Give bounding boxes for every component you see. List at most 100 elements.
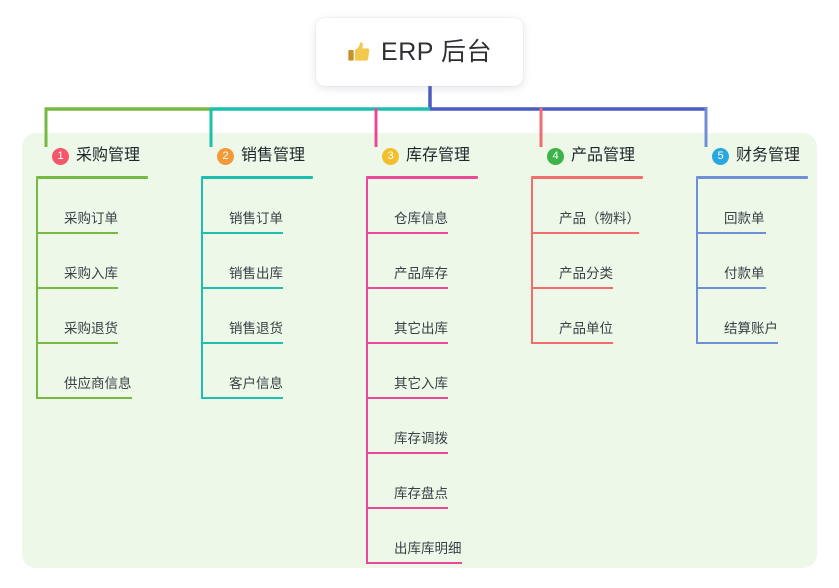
diagram-panel bbox=[22, 133, 817, 568]
column-title-sales: 销售管理 bbox=[241, 147, 306, 164]
column-title-product: 产品管理 bbox=[571, 147, 636, 164]
leaf-label: 销售退货 bbox=[229, 320, 283, 336]
column-badge-finance: 5 bbox=[712, 147, 729, 165]
leaf-node[interactable]: 产品库存 bbox=[366, 234, 478, 289]
leaf-spine-sales bbox=[201, 179, 203, 399]
leaf-label: 采购入库 bbox=[64, 265, 118, 281]
leaf-label: 产品单位 bbox=[559, 320, 613, 336]
leaf-underline bbox=[531, 342, 613, 344]
leaf-node[interactable]: 其它出库 bbox=[366, 289, 478, 344]
column-underline-inventory bbox=[366, 176, 478, 179]
leaf-label: 仓库信息 bbox=[394, 210, 448, 226]
leaf-underline bbox=[366, 342, 448, 344]
leaf-node[interactable]: 产品单位 bbox=[531, 289, 643, 344]
leaf-label: 其它出库 bbox=[394, 320, 448, 336]
leaf-underline bbox=[696, 287, 766, 289]
leaf-label: 产品库存 bbox=[394, 265, 448, 281]
column-badge-purchase: 1 bbox=[52, 147, 69, 165]
leaf-node[interactable]: 仓库信息 bbox=[366, 179, 478, 234]
leaf-underline bbox=[366, 562, 462, 564]
leaf-node[interactable]: 采购入库 bbox=[36, 234, 148, 289]
leaf-spine-purchase bbox=[36, 179, 38, 399]
leaf-label: 库存调拨 bbox=[394, 430, 448, 446]
leaf-node[interactable]: 采购退货 bbox=[36, 289, 148, 344]
leaf-node[interactable]: 付款单 bbox=[696, 234, 808, 289]
leaf-node[interactable]: 销售出库 bbox=[201, 234, 313, 289]
column-badge-inventory: 3 bbox=[382, 147, 399, 165]
column-badge-product: 4 bbox=[547, 147, 564, 165]
leaf-node[interactable]: 其它入库 bbox=[366, 344, 478, 399]
leaf-node[interactable]: 供应商信息 bbox=[36, 344, 148, 399]
root-node-content: ERP 后台 bbox=[347, 37, 492, 66]
leaf-list-sales: 销售订单销售出库销售退货客户信息 bbox=[201, 179, 313, 399]
leaf-underline bbox=[531, 232, 639, 234]
column-product: 4 产品管理产品（物料） 产品分类产品单位 bbox=[531, 145, 643, 344]
leaf-label: 库存盘点 bbox=[394, 485, 448, 501]
leaf-node[interactable]: 销售退货 bbox=[201, 289, 313, 344]
leaf-underline bbox=[201, 287, 283, 289]
leaf-node[interactable]: 回款单 bbox=[696, 179, 808, 234]
column-underline-product bbox=[531, 176, 643, 179]
column-header-sales[interactable]: 2 销售管理 bbox=[201, 145, 313, 167]
column-title-finance: 财务管理 bbox=[736, 147, 801, 164]
leaf-spine-inventory bbox=[366, 179, 368, 564]
leaf-node[interactable]: 结算账户 bbox=[696, 289, 808, 344]
leaf-underline bbox=[366, 232, 448, 234]
leaf-node[interactable]: 销售订单 bbox=[201, 179, 313, 234]
column-header-inventory[interactable]: 3 库存管理 bbox=[366, 145, 478, 167]
leaf-node[interactable]: 产品分类 bbox=[531, 234, 643, 289]
column-underline-sales bbox=[201, 176, 313, 179]
column-header-finance[interactable]: 5 财务管理 bbox=[696, 145, 808, 167]
leaf-list-inventory: 仓库信息产品库存其它出库其它入库库存调拨库存盘点出库库明细 bbox=[366, 179, 478, 564]
column-finance: 5 财务管理回款单付款单结算账户 bbox=[696, 145, 808, 344]
leaf-label: 采购退货 bbox=[64, 320, 118, 336]
leaf-underline bbox=[531, 287, 613, 289]
leaf-underline bbox=[201, 342, 283, 344]
leaf-label: 销售出库 bbox=[229, 265, 283, 281]
leaf-label: 产品（物料） bbox=[559, 210, 640, 226]
leaf-label: 回款单 bbox=[724, 210, 765, 226]
leaf-label: 产品分类 bbox=[559, 265, 613, 281]
leaf-underline bbox=[696, 342, 778, 344]
leaf-node[interactable]: 客户信息 bbox=[201, 344, 313, 399]
leaf-label: 采购订单 bbox=[64, 210, 118, 226]
leaf-underline bbox=[366, 397, 448, 399]
leaf-spine-finance bbox=[696, 179, 698, 344]
leaf-list-purchase: 采购订单采购入库采购退货供应商信息 bbox=[36, 179, 148, 399]
leaf-underline bbox=[36, 287, 118, 289]
column-title-inventory: 库存管理 bbox=[406, 147, 471, 164]
column-purchase: 1 采购管理采购订单采购入库采购退货供应商信息 bbox=[36, 145, 148, 399]
column-sales: 2 销售管理销售订单销售出库销售退货客户信息 bbox=[201, 145, 313, 399]
root-node-card[interactable]: ERP 后台 bbox=[316, 18, 523, 86]
leaf-underline bbox=[201, 232, 283, 234]
leaf-underline bbox=[36, 342, 118, 344]
leaf-list-finance: 回款单付款单结算账户 bbox=[696, 179, 808, 344]
column-underline-purchase bbox=[36, 176, 148, 179]
column-badge-sales: 2 bbox=[217, 147, 234, 165]
leaf-label: 客户信息 bbox=[229, 375, 283, 391]
leaf-list-product: 产品（物料） 产品分类产品单位 bbox=[531, 179, 643, 344]
leaf-label: 付款单 bbox=[724, 265, 765, 281]
root-node-title: ERP 后台 bbox=[381, 37, 492, 66]
column-header-purchase[interactable]: 1 采购管理 bbox=[36, 145, 148, 167]
column-header-product[interactable]: 4 产品管理 bbox=[531, 145, 643, 167]
leaf-label: 其它入库 bbox=[394, 375, 448, 391]
leaf-node[interactable]: 产品（物料） bbox=[531, 179, 643, 234]
column-inventory: 3 库存管理仓库信息产品库存其它出库其它入库库存调拨库存盘点出库库明细 bbox=[366, 145, 478, 564]
leaf-underline bbox=[366, 452, 448, 454]
leaf-spine-product bbox=[531, 179, 533, 344]
leaf-node[interactable]: 出库库明细 bbox=[366, 509, 478, 564]
thumbs-up-icon bbox=[348, 42, 370, 61]
leaf-underline bbox=[36, 397, 132, 399]
leaf-node[interactable]: 库存盘点 bbox=[366, 454, 478, 509]
leaf-underline bbox=[36, 232, 118, 234]
leaf-label: 销售订单 bbox=[229, 210, 283, 226]
leaf-underline bbox=[201, 397, 283, 399]
column-title-purchase: 采购管理 bbox=[76, 147, 141, 164]
column-underline-finance bbox=[696, 176, 808, 179]
leaf-node[interactable]: 库存调拨 bbox=[366, 399, 478, 454]
leaf-underline bbox=[696, 232, 766, 234]
leaf-node[interactable]: 采购订单 bbox=[36, 179, 148, 234]
leaf-label: 出库库明细 bbox=[394, 540, 462, 556]
